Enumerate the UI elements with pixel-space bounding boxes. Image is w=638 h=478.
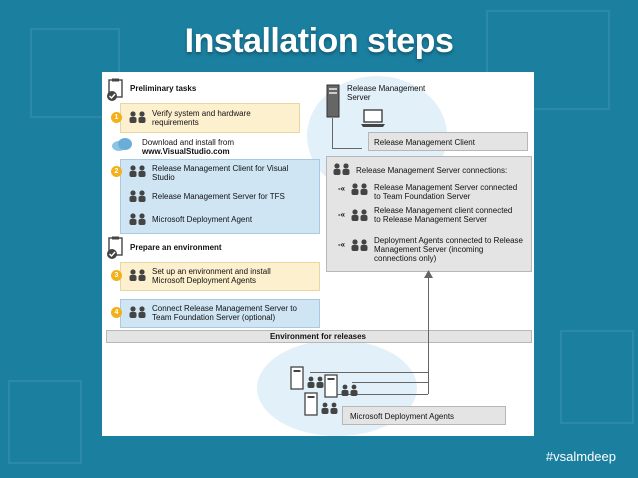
connection-arrow-icon: -«	[338, 240, 346, 249]
people-icon	[129, 213, 146, 225]
people-icon	[129, 165, 146, 177]
server-icon	[326, 84, 340, 118]
agents-label: Microsoft Deployment Agents	[350, 412, 455, 421]
background-square	[486, 10, 610, 110]
connection-arrow-icon: -«	[338, 210, 346, 219]
clipboard-check-icon	[107, 236, 123, 259]
agents-connection-line	[310, 372, 428, 373]
download-site: www.VisualStudio.com	[142, 147, 230, 156]
connection-arrow-icon: -«	[338, 184, 346, 193]
hashtag: #vsalmdeep	[545, 449, 616, 464]
slide-title: Installation steps	[184, 22, 454, 60]
step-number-3: 3	[111, 270, 122, 281]
rm-server-label: Release Management Server	[347, 84, 426, 102]
people-icon	[129, 190, 146, 202]
agents-connection-line	[326, 394, 428, 395]
step3-box	[120, 262, 320, 291]
step-number-4: 4	[111, 307, 122, 318]
background-square	[8, 380, 82, 464]
people-icon	[351, 209, 368, 221]
agents-box	[342, 406, 506, 425]
step1-box	[120, 103, 300, 133]
step3-label: Set up an environment and install Micros…	[152, 267, 271, 285]
people-icon	[129, 111, 146, 123]
step-number-1: 1	[111, 112, 122, 123]
environment-bar-label: Environment for releases	[269, 332, 367, 341]
connections-box	[326, 156, 532, 272]
clipboard-check-icon	[107, 78, 123, 101]
arrowhead-icon	[424, 270, 433, 278]
rm-client-box	[368, 132, 528, 151]
environment-bar	[106, 330, 532, 343]
installation-diagram: Preliminary tasks 1 Verify system and ha…	[102, 72, 534, 436]
people-icon	[351, 239, 368, 251]
connection-2-label: Release Management client connected to R…	[374, 206, 513, 224]
step2-server-label: Release Management Server for TFS	[152, 192, 285, 201]
step4-label: Connect Release Management Server to Tea…	[152, 304, 297, 322]
step1-label: Verify system and hardware requirements	[152, 109, 251, 127]
cloud-icon	[112, 138, 132, 151]
connector-line	[332, 118, 333, 148]
step2-agent-label: Microsoft Deployment Agent	[152, 215, 253, 224]
laptop-icon	[361, 109, 385, 127]
connector-line	[332, 148, 362, 149]
step4-box	[120, 299, 320, 328]
download-title: Download and install from	[142, 138, 235, 147]
agent-server-icon	[304, 392, 338, 416]
prepare-title: Prepare an environment	[130, 243, 222, 252]
agent-server-icon	[290, 366, 324, 390]
rm-client-label: Release Management Client	[374, 138, 475, 147]
agent-server-icon	[324, 374, 358, 398]
connection-3-label: Deployment Agents connected to Release M…	[374, 236, 523, 263]
people-icon	[333, 163, 350, 175]
background-square	[560, 330, 634, 424]
step2-client-label: Release Management Client for Visual Stu…	[152, 164, 289, 182]
step-number-2: 2	[111, 166, 122, 177]
connections-title: Release Management Server connections:	[356, 166, 508, 175]
connection-1-label: Release Management Server connected to T…	[374, 183, 518, 201]
people-icon	[129, 269, 146, 281]
people-icon	[129, 306, 146, 318]
people-icon	[351, 183, 368, 195]
step2-box	[120, 159, 320, 234]
agents-connection-line	[352, 382, 428, 383]
agents-connection-line	[428, 276, 429, 394]
preliminary-title: Preliminary tasks	[130, 84, 197, 93]
